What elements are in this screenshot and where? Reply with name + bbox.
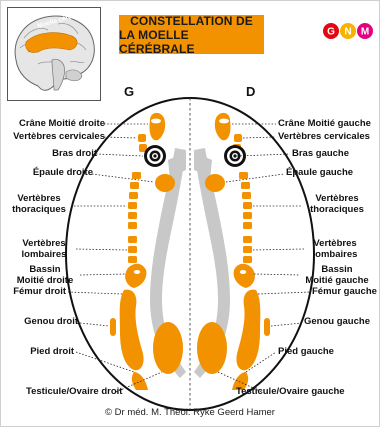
right-lumbar-vertebrae: [243, 236, 252, 263]
left-shoulder: [155, 174, 175, 192]
right-foot: [232, 372, 249, 390]
left-skull-hole: [151, 118, 161, 124]
label-right-genou: Genou gauche: [304, 316, 370, 327]
label-right-testicule: Testicule/Ovaire gauche: [236, 386, 345, 397]
right-pelvis: [233, 263, 255, 288]
right-half: [194, 112, 270, 390]
label-left-bassin-line1: Bassin: [29, 264, 61, 275]
label-right-thoraciques: Vertèbres thoraciques: [304, 193, 370, 215]
right-shoulder: [205, 174, 225, 192]
right-ventricle-top: [194, 152, 212, 180]
right-skull-hole: [219, 118, 229, 124]
left-ventricle-top: [168, 152, 186, 180]
logo-letter-m: M: [361, 27, 369, 38]
label-left-genou: Genou droit: [24, 316, 78, 327]
title-box: CONSTELLATION DE LA MOELLE CÉRÉBRALE: [119, 13, 264, 56]
label-right-thoraciques-line1: Vertèbres: [315, 193, 359, 204]
label-right-lombaires: Vertèbres lombaires: [305, 238, 365, 260]
label-left-thoraciques-line1: Vertèbres: [17, 193, 61, 204]
label-left-epaule: Épaule droite: [32, 167, 93, 178]
label-left-crane: Crâne Moitié droite: [18, 118, 105, 129]
logo-circle-n: [340, 23, 356, 39]
right-testicle: [197, 322, 227, 374]
side-letter-left: G: [124, 84, 135, 99]
label-right-femur: Fémur gauche: [312, 286, 377, 297]
label-right-pied: Pied gauche: [278, 346, 334, 357]
copyright-text: © Dr méd. M. Théol. Ryke Geerd Hamer: [105, 407, 275, 418]
label-left-lombaires-line1: Vertèbres: [22, 238, 66, 249]
left-cervical-2: [139, 144, 147, 152]
label-right-epaule: Épaule gauche: [286, 167, 354, 178]
label-left-thoraciques-line2: thoraciques: [12, 203, 66, 215]
label-right-thoraciques-line2: thoraciques: [310, 203, 364, 215]
left-femur: [119, 289, 144, 371]
label-left-bassin: Bassin Moitié droite: [12, 264, 78, 286]
left-thoracic-vertebrae: [128, 172, 141, 229]
left-half: [110, 112, 186, 390]
label-right-bassin-line2: Moitié gauche: [305, 274, 369, 286]
brain-icon: Moelle cérébrale: [14, 9, 95, 91]
left-pelvis: [125, 263, 147, 288]
label-right-cervicales: Vertèbres cervicales: [278, 131, 370, 142]
title-line-2: LA MOELLE CÉRÉBRALE: [119, 27, 195, 56]
right-ventricle-band: [194, 148, 230, 378]
label-right-bassin: Bassin Moitié gauche: [300, 264, 374, 286]
label-left-femur: Fémur droit: [13, 286, 66, 297]
logo-letter-n: N: [344, 27, 351, 38]
right-knee: [264, 318, 270, 336]
right-cervical-1: [234, 134, 242, 142]
label-right-crane: Crâne Moitié gauche: [278, 118, 371, 129]
left-ventricle-band: [150, 148, 186, 378]
label-left-lombaires-line2: lombaires: [21, 248, 67, 260]
label-left-bras: Bras droit: [52, 148, 97, 159]
right-thoracic-vertebrae: [239, 172, 252, 229]
gnm-logo: G N M: [322, 21, 376, 41]
left-leader-lines: [67, 123, 163, 393]
title-line-1: CONSTELLATION DE: [130, 13, 253, 28]
left-cervical-1: [138, 134, 146, 142]
logo-letter-g: G: [327, 27, 335, 38]
label-left-pied: Pied droit: [30, 346, 74, 357]
side-letter-right: D: [246, 84, 256, 99]
brain-thumbnail: Moelle cérébrale: [7, 7, 101, 101]
label-left-bassin-line2: Moitié droite: [16, 274, 74, 286]
label-left-testicule: Testicule/Ovaire droit: [26, 386, 123, 397]
label-left-lombaires: Vertèbres lombaires: [14, 238, 74, 260]
label-right-lombaires-line2: lombaires: [312, 248, 358, 260]
left-knee: [110, 318, 116, 336]
left-testicle: [153, 322, 183, 374]
label-right-lombaires-line1: Vertèbres: [313, 238, 357, 249]
label-right-bassin-line1: Bassin: [321, 264, 353, 275]
left-foot: [131, 372, 148, 390]
right-femur: [236, 289, 261, 371]
left-lumbar-vertebrae: [128, 236, 137, 263]
label-left-thoraciques: Vertèbres thoraciques: [8, 193, 70, 215]
logo-circle-m: [357, 23, 373, 39]
label-right-bras: Bras gauche: [292, 148, 350, 159]
label-left-cervicales: Vertèbres cervicales: [13, 131, 105, 142]
logo-circle-g: [323, 23, 339, 39]
right-leader-lines: [217, 123, 311, 393]
